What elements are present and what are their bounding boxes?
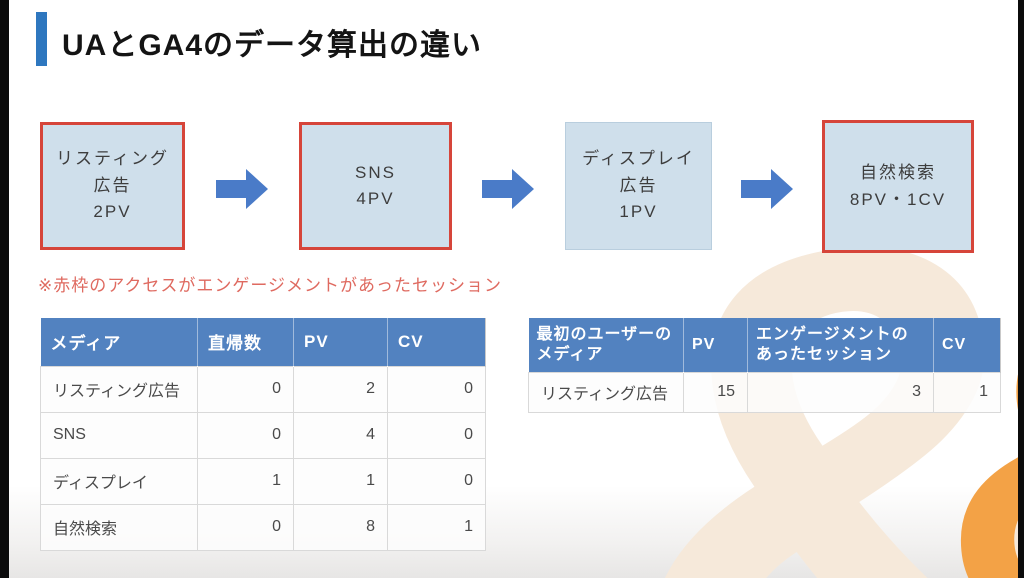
flow-box-display-ad: ディスプレイ 広告 1PV [565, 122, 712, 250]
table-cell: リスティング広告 [528, 371, 684, 413]
pillarbox-bar-right [1018, 0, 1024, 578]
column-header: 直帰数 [197, 318, 294, 366]
red-frame-note: ※赤枠のアクセスがエンゲージメントがあったセッション [38, 276, 503, 295]
table-cell: 2 [293, 365, 388, 413]
flow-box-line: SNS [355, 162, 396, 182]
table-cell: SNS [40, 411, 198, 459]
table-cell: 1 [387, 503, 486, 551]
table-cell: 0 [387, 457, 486, 505]
arrow-right-icon [741, 169, 793, 209]
pillarbox-bar-left [0, 0, 9, 578]
flow-box-organic-search: 自然検索 8PV・1CV [822, 120, 974, 253]
page-title: UAとGA4のデータ算出の違い [62, 29, 483, 62]
flow-box-line: 1PV [619, 202, 658, 222]
table-cell: 0 [197, 411, 294, 459]
table-cell: 15 [683, 371, 748, 413]
table-cell: 8 [293, 503, 388, 551]
arrow-right-icon [482, 169, 534, 209]
column-header: CV [933, 318, 1001, 372]
column-header: 最初のユーザーのメディア [528, 318, 684, 372]
flow-box-line: 広告 [93, 175, 132, 195]
table-cell: 1 [293, 457, 388, 505]
table-cell: 自然検索 [40, 503, 198, 551]
flow-box-line: 広告 [619, 175, 658, 195]
column-header: エンゲージメントのあったセッション [747, 318, 934, 372]
ampersand-watermark-orange: & [942, 258, 1024, 578]
title-accent-bar [36, 12, 47, 66]
table-cell: リスティング広告 [40, 365, 198, 413]
table-cell: 1 [197, 457, 294, 505]
table-cell: ディスプレイ [40, 457, 198, 505]
flow-box-sns: SNS 4PV [299, 122, 452, 250]
flow-box-listing-ad: リスティング 広告 2PV [40, 122, 185, 250]
flow-box-line: リスティング [56, 149, 169, 169]
table-cell: 0 [387, 365, 486, 413]
table-cell: 0 [197, 503, 294, 551]
column-header: PV [683, 318, 748, 372]
table-cell: 3 [747, 371, 934, 413]
flow-box-line: ディスプレイ [582, 149, 695, 169]
flow-box-line: 4PV [356, 189, 395, 208]
table-cell: 4 [293, 411, 388, 459]
table-cell: 0 [387, 411, 486, 459]
column-header: PV [293, 318, 388, 366]
flow-box-line: 自然検索 [860, 163, 936, 183]
column-header: メディア [40, 318, 198, 366]
flow-box-line: 2PV [93, 202, 132, 222]
table-cell: 0 [197, 365, 294, 413]
column-header: CV [387, 318, 486, 366]
flow-box-line: 8PV・1CV [849, 189, 947, 209]
arrow-right-icon [216, 169, 268, 209]
table-cell: 1 [933, 371, 1001, 413]
